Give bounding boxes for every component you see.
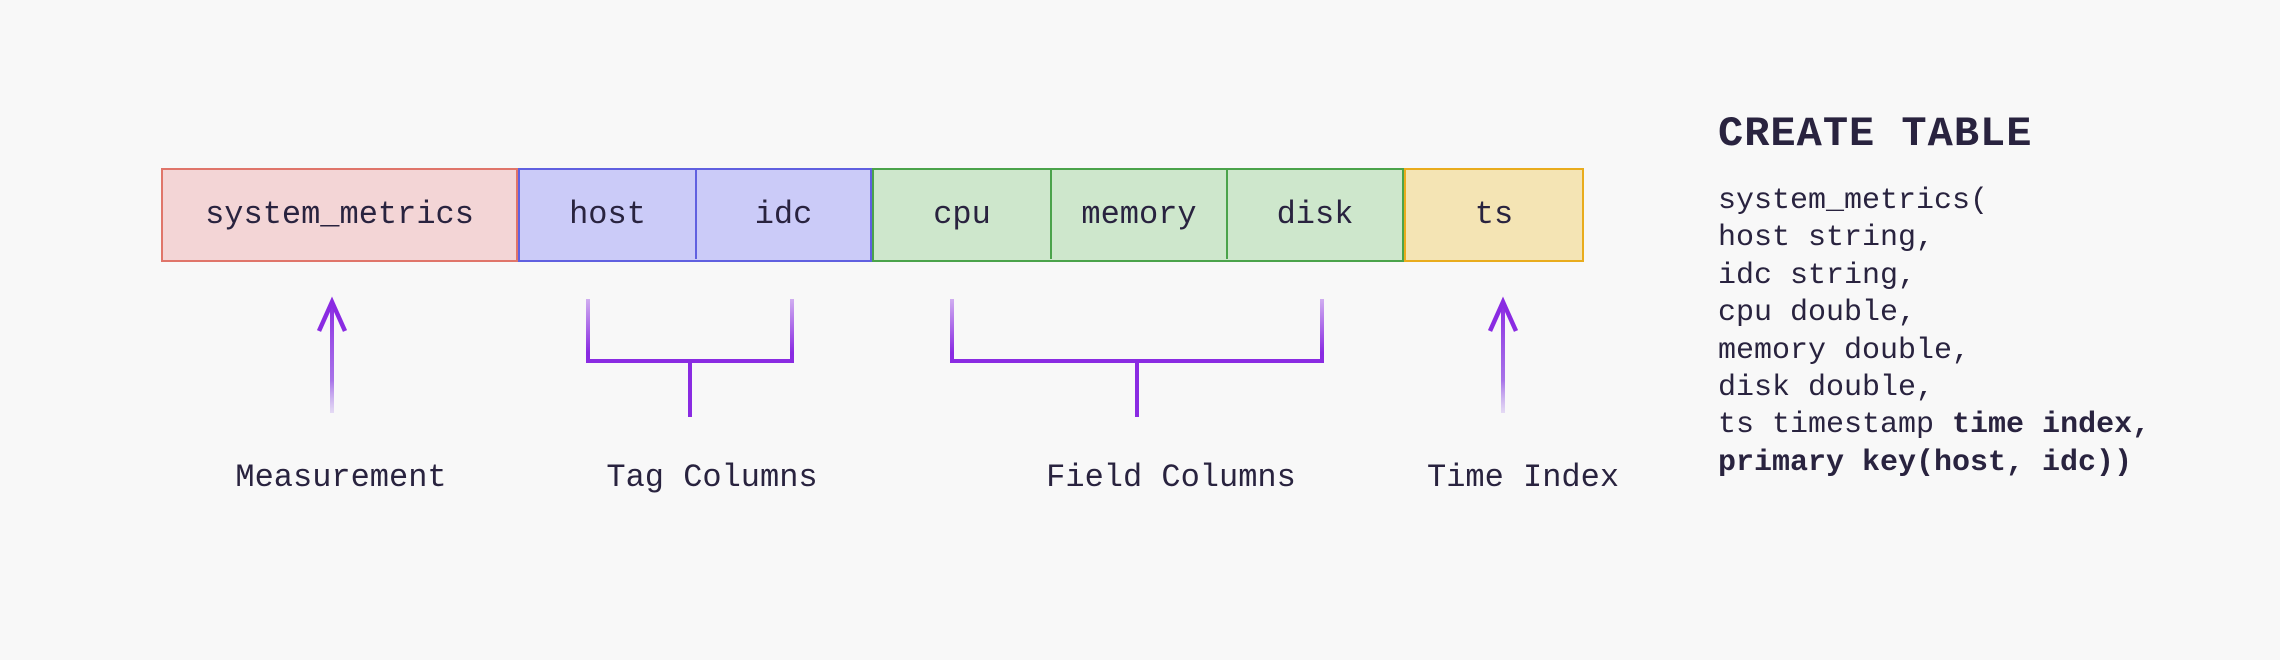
time-index-label: Time Index	[1426, 459, 1620, 496]
field-columns-bracket-icon	[950, 299, 1324, 417]
time-index-group: ts	[1404, 168, 1584, 262]
tag-cell-host: host	[569, 196, 646, 233]
sql-text: idc string,	[1718, 258, 1917, 293]
sql-text-bold: time index,	[1952, 408, 2151, 443]
measurement-label: Measurement	[235, 459, 447, 496]
sql-text-bold: primary key(host, idc))	[1718, 445, 2133, 480]
sql-line: ts timestamp time index,	[1718, 407, 2150, 444]
sql-text: memory double,	[1718, 333, 1971, 368]
field-cell-disk: disk	[1226, 170, 1402, 259]
tag-columns-bracket-icon	[586, 299, 794, 417]
sql-line: cpu double,	[1718, 295, 2150, 332]
sql-line: host string,	[1718, 220, 2150, 257]
sql-line: primary key(host, idc))	[1718, 445, 2150, 482]
tag-columns-group: host idc	[518, 168, 872, 262]
tag-cell-idc: idc	[695, 170, 870, 259]
time-cell-ts: ts	[1474, 196, 1514, 233]
field-columns-label: Field Columns	[1046, 459, 1296, 496]
sql-title: CREATE TABLE	[1718, 110, 2033, 158]
sql-text: cpu double,	[1718, 296, 1917, 331]
sql-text: system_metrics(	[1718, 184, 1989, 218]
measurement-arrow-icon	[316, 296, 348, 413]
table-structure-bar: system_metrics host idc cpu memory disk …	[161, 168, 1584, 262]
sql-text: disk double,	[1718, 371, 1935, 406]
field-cell-memory: memory	[1050, 170, 1226, 259]
sql-snippet: CREATE TABLE system_metrics( host string…	[1718, 110, 2150, 482]
sql-line: system_metrics(	[1718, 183, 2150, 220]
sql-line: idc string,	[1718, 258, 2150, 295]
time-index-arrow-icon	[1487, 296, 1519, 413]
measurement-group: system_metrics	[161, 168, 518, 262]
field-cell-cpu: cpu	[933, 196, 991, 233]
sql-text: host string,	[1718, 221, 1935, 256]
sql-body: system_metrics( host string, idc string,…	[1718, 183, 2150, 482]
sql-line: disk double,	[1718, 370, 2150, 407]
field-columns-group: cpu memory disk	[872, 168, 1404, 262]
measurement-cell: system_metrics	[205, 196, 474, 233]
sql-text: ts timestamp	[1718, 408, 1953, 443]
sql-line: memory double,	[1718, 333, 2150, 370]
tag-columns-label: Tag Columns	[606, 459, 818, 496]
